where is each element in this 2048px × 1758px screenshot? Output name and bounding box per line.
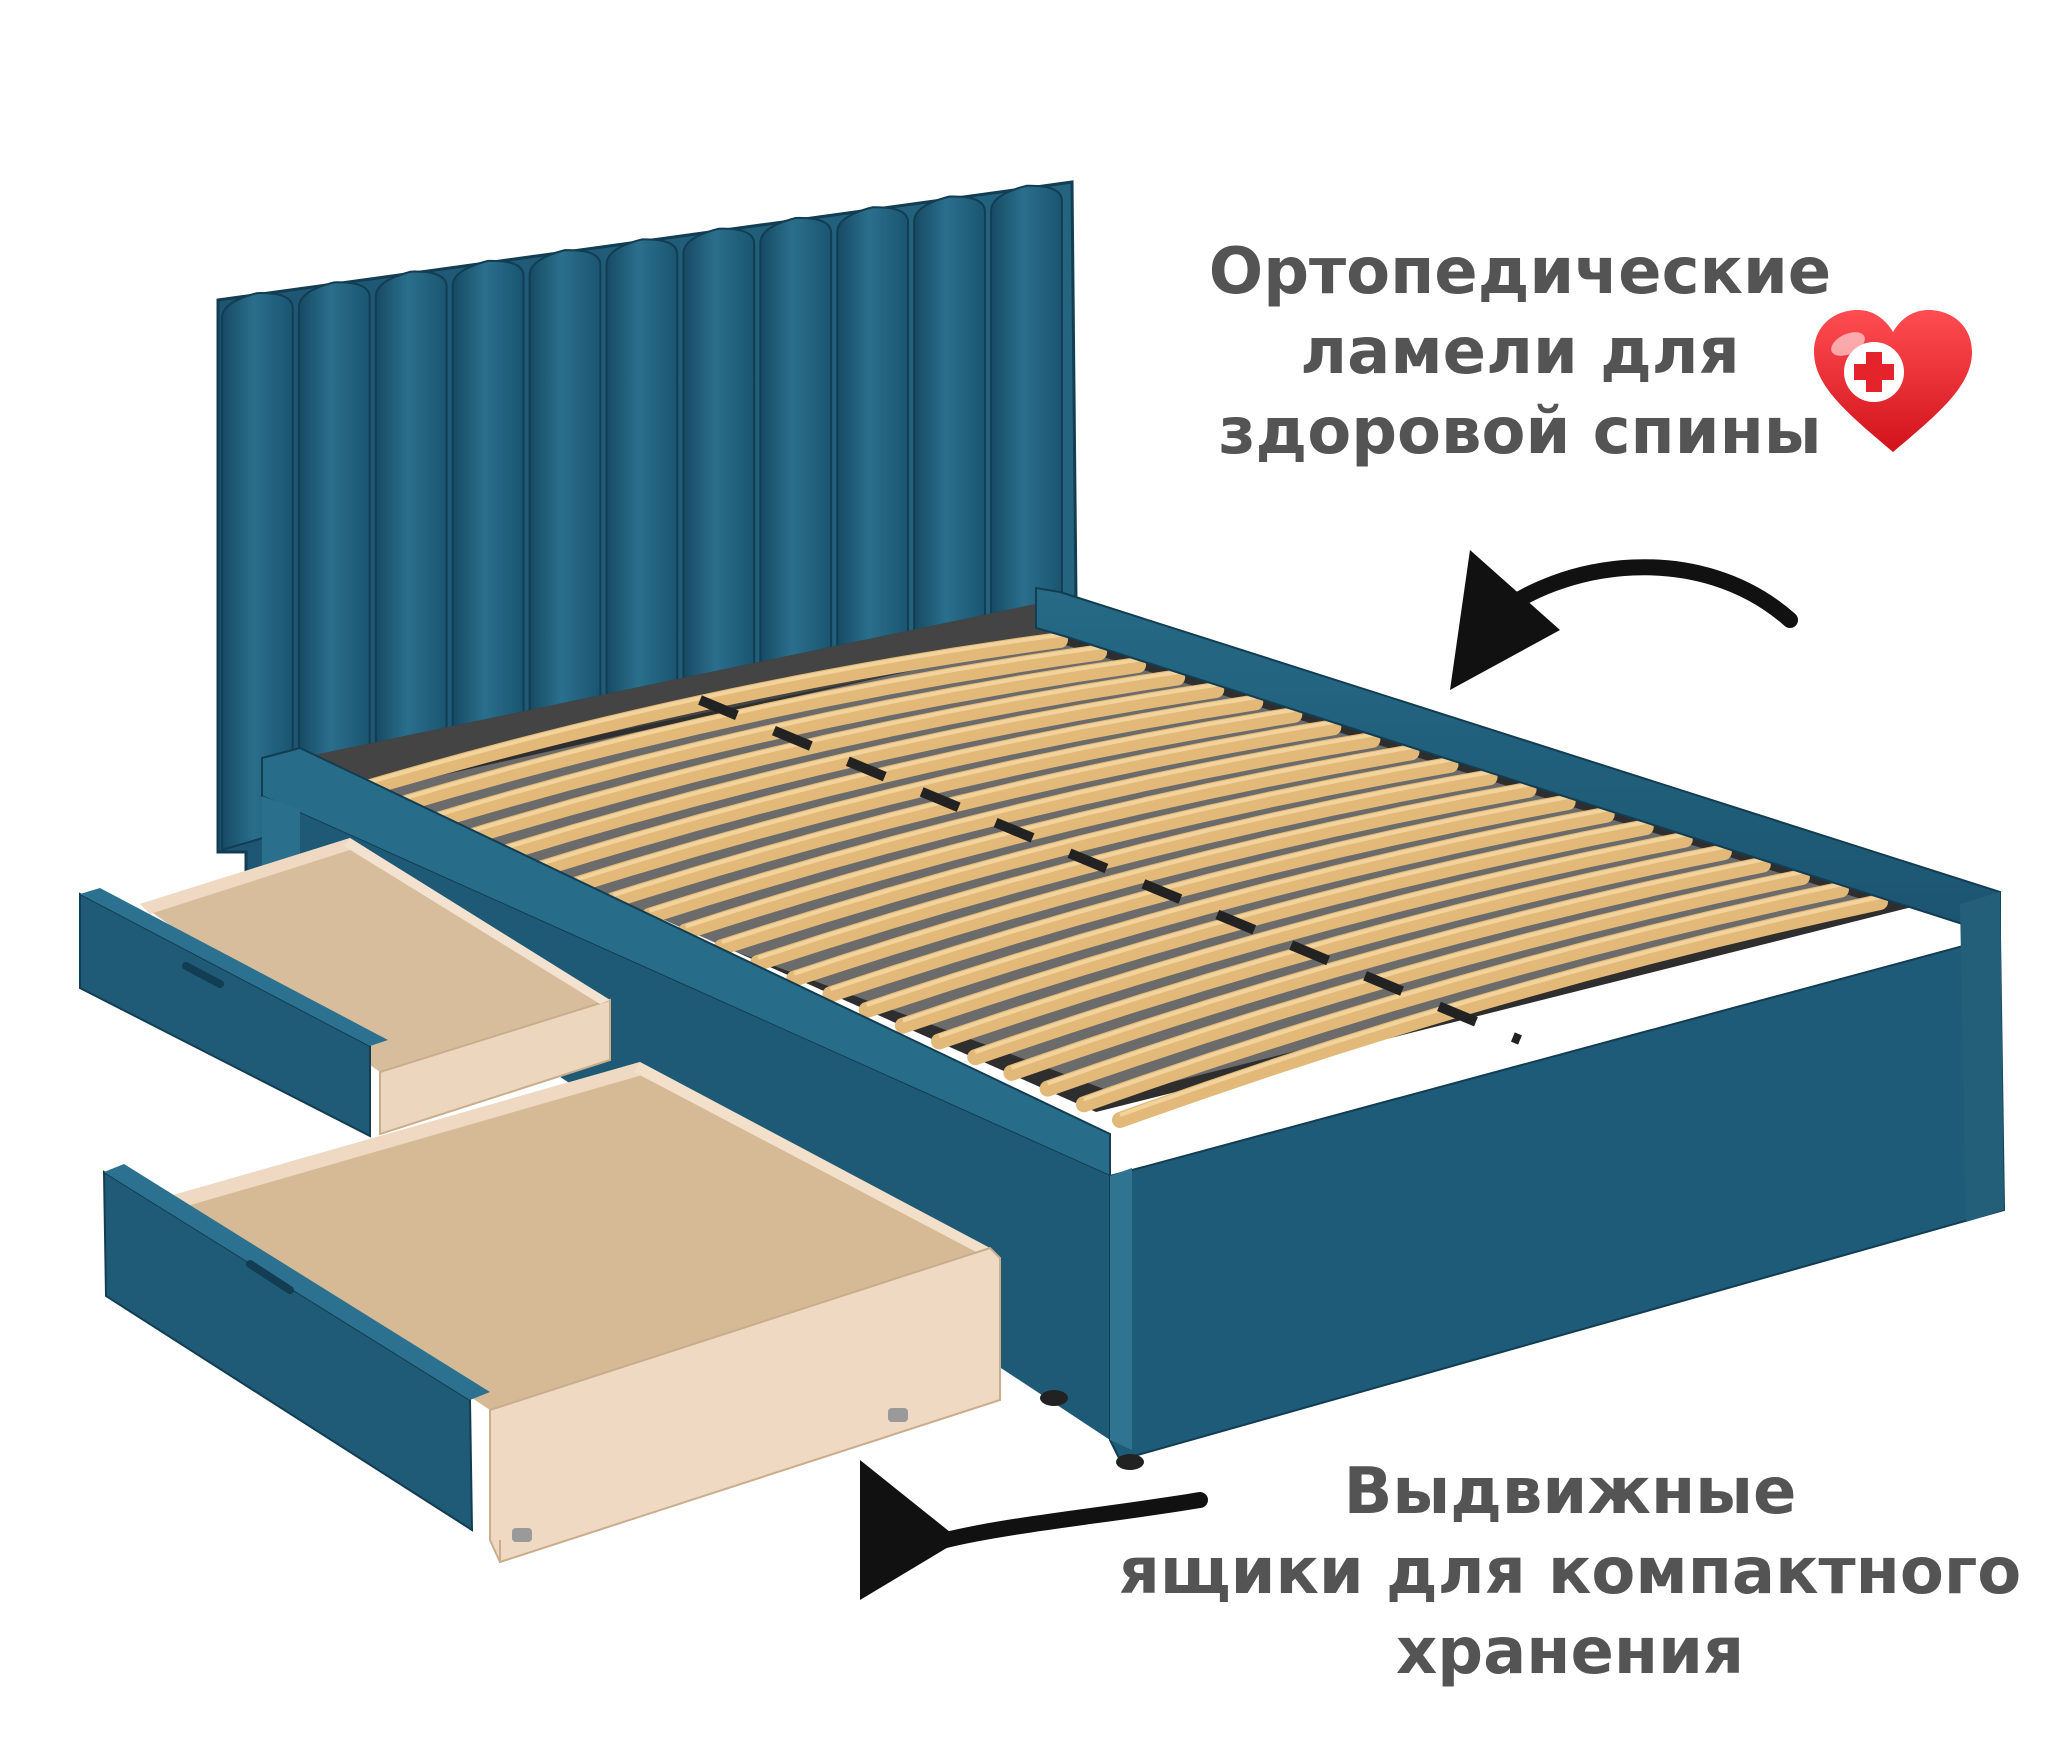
slat xyxy=(750,769,1498,971)
slat-highlight xyxy=(866,807,1608,1007)
slat xyxy=(1003,856,1771,1081)
headboard xyxy=(216,180,1078,883)
slats xyxy=(352,632,1888,1128)
slat xyxy=(931,831,1693,1050)
slat-highlight xyxy=(685,745,1412,929)
slat xyxy=(894,819,1654,1034)
slat xyxy=(424,656,1147,830)
slat-highlight xyxy=(829,795,1568,992)
slats-caption: Ортопедические ламели для здоровой спины xyxy=(1180,232,1860,472)
drawers-caption: Выдвижные ящики для компактного хранения xyxy=(1110,1452,2030,1692)
slat-highlight xyxy=(974,845,1725,1055)
slat xyxy=(858,806,1615,1018)
slat xyxy=(677,744,1420,940)
slat xyxy=(967,844,1732,1066)
slat-highlight xyxy=(648,732,1373,913)
slat-highlight xyxy=(359,633,1061,787)
slat xyxy=(786,781,1537,987)
left-side-rail xyxy=(261,746,1111,1178)
headboard-channel xyxy=(451,259,525,784)
slat xyxy=(460,669,1186,846)
slat xyxy=(822,794,1576,1003)
slat xyxy=(605,719,1342,908)
curved-arrow-icon xyxy=(1450,550,1798,690)
headboard-channel xyxy=(374,270,448,806)
headboard-channel xyxy=(990,184,1063,625)
headboard-channel xyxy=(682,227,756,715)
headboard-channel xyxy=(759,216,833,693)
curved-arrow-icon xyxy=(860,1460,1208,1600)
headboard-channel xyxy=(297,281,371,829)
headboard-channel xyxy=(836,206,910,670)
slat xyxy=(1112,894,1888,1128)
slat-highlight xyxy=(467,670,1178,835)
slat-highlight xyxy=(431,657,1139,819)
slat-highlight xyxy=(504,682,1217,850)
slat-highlight xyxy=(757,770,1490,960)
slat xyxy=(1075,881,1849,1113)
slat xyxy=(1039,869,1810,1097)
slat-highlight xyxy=(793,782,1529,976)
heart-plus-icon xyxy=(1814,310,1972,452)
caption-line: хранения xyxy=(1395,1615,1745,1689)
slat xyxy=(713,756,1459,956)
caption-line: ламели для xyxy=(1300,315,1740,389)
slat-highlight xyxy=(1010,857,1764,1070)
slat-highlight xyxy=(721,757,1451,945)
slat xyxy=(496,681,1225,861)
slat xyxy=(569,706,1303,893)
caption-line: здоровой спины xyxy=(1218,395,1822,469)
slat-highlight xyxy=(1083,882,1842,1102)
slat-highlight xyxy=(902,820,1647,1023)
center-rail xyxy=(698,695,1522,1045)
headboard-channel xyxy=(528,249,602,761)
slat xyxy=(388,644,1108,814)
slat-highlight xyxy=(576,707,1295,882)
slat-highlight xyxy=(395,645,1100,803)
slat xyxy=(641,731,1381,924)
slat-highlight xyxy=(938,832,1686,1039)
headboard-channel xyxy=(605,238,679,738)
caption-line: Выдвижные xyxy=(1343,1455,1797,1529)
caption-line: Ортопедические xyxy=(1208,235,1832,309)
slat-highlight xyxy=(612,720,1334,897)
headboard-channels xyxy=(221,184,1063,852)
slat-highlight xyxy=(540,695,1256,866)
slat-highlight xyxy=(1119,895,1881,1117)
caption-line: ящики для компактного xyxy=(1118,1535,2022,1609)
drawer-back xyxy=(79,838,611,1138)
headboard-channel xyxy=(913,195,986,647)
headboard-channel xyxy=(221,292,294,852)
drawer-front xyxy=(102,1062,1001,1564)
slat xyxy=(532,694,1264,877)
slat-highlight xyxy=(1046,870,1803,1086)
